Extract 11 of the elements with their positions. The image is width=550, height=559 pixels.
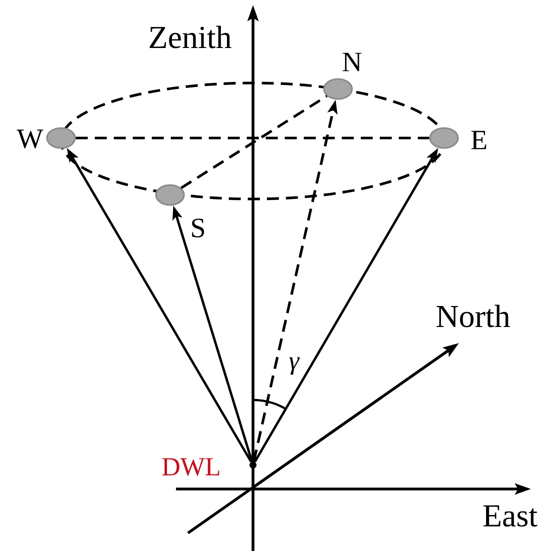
point-label: N — [342, 52, 362, 72]
point-label: S — [192, 218, 204, 238]
point-label: W — [16, 130, 44, 148]
axis-label: Zenith — [150, 26, 232, 48]
axis-label: North — [436, 304, 510, 328]
dashed-line — [180, 94, 328, 190]
axis-label: East — [483, 505, 538, 527]
point-label: DWL — [162, 458, 220, 476]
point-label: E — [471, 130, 486, 150]
dashed-line — [76, 136, 430, 140]
angle-label: γ — [289, 357, 300, 375]
